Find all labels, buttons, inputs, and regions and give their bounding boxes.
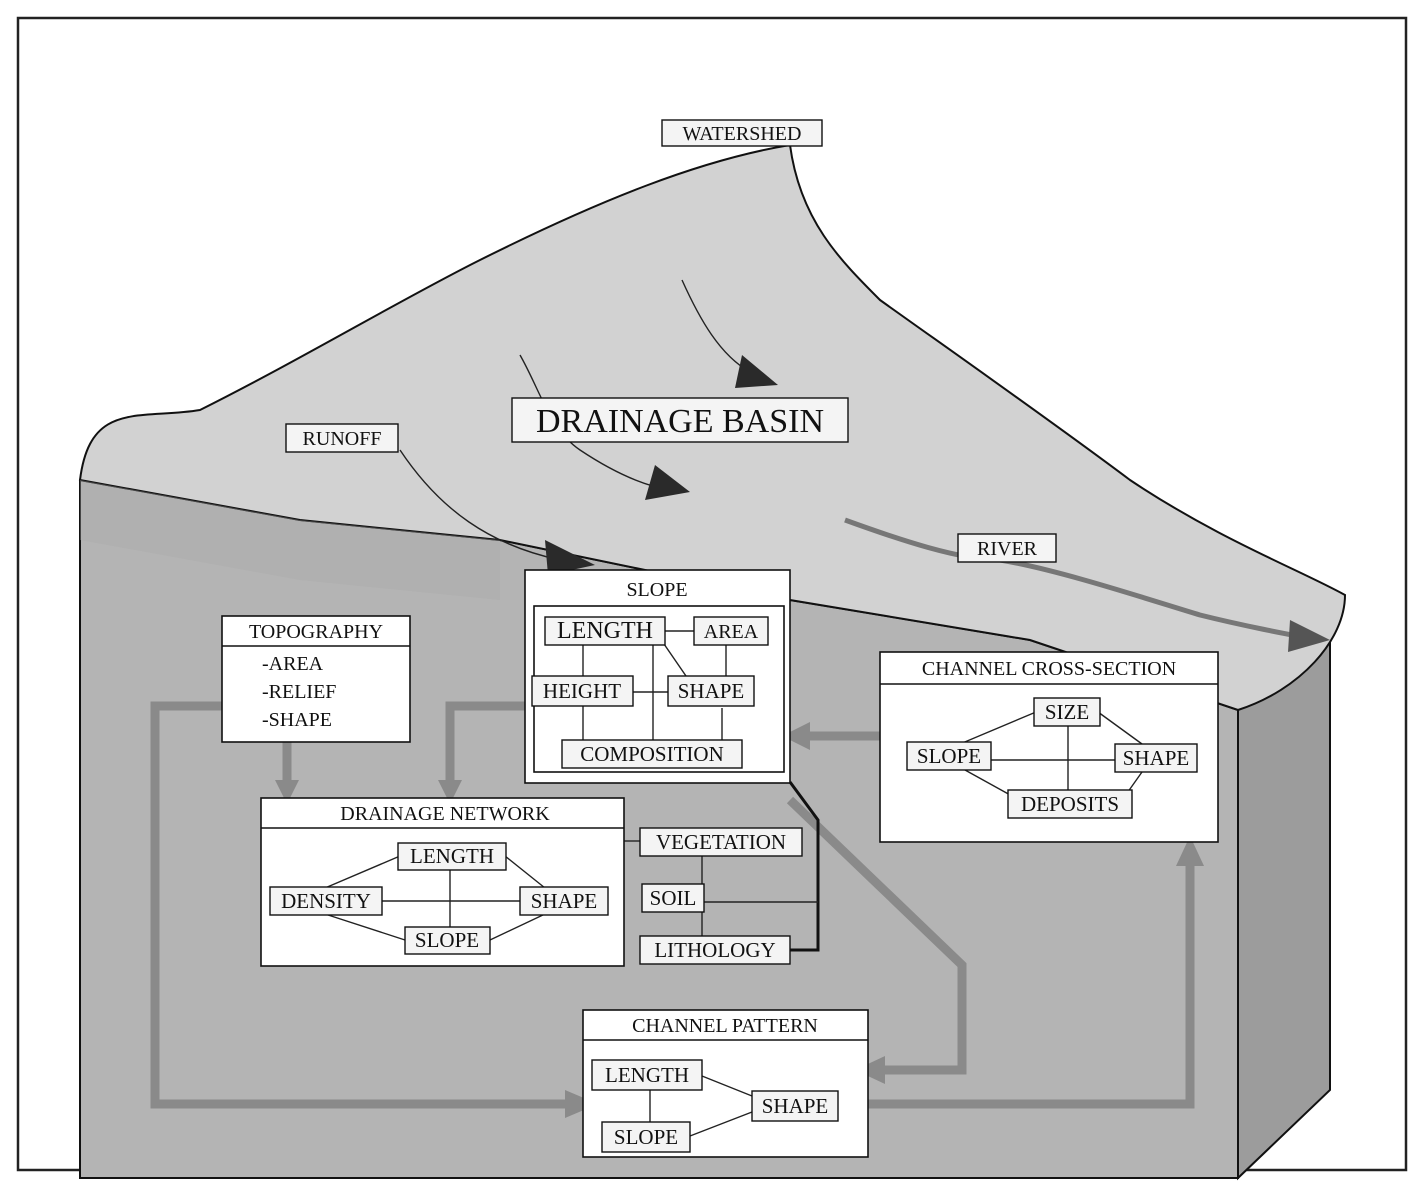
drainage-basin-tag (511, 397, 849, 443)
runoff-tag (285, 423, 399, 453)
pattern-shape-box (751, 1090, 839, 1122)
flow-cross-slope-head-icon (782, 722, 810, 750)
slope-composition-label: COMPOSITION (580, 742, 724, 766)
slope-shape-label: SHAPE (678, 679, 745, 703)
flow-topography-pattern-head-icon (565, 1090, 598, 1118)
flow-pattern-cross-head-icon (1176, 836, 1204, 866)
flow-slope-to-network (445, 701, 528, 790)
slope-composition-box (561, 739, 743, 769)
runoff-arrow-3-head-icon (735, 355, 778, 388)
vegetation-label: VEGETATION (656, 830, 786, 854)
river-tag (957, 533, 1057, 563)
slope-height-label: HEIGHT (543, 679, 621, 703)
slope-length-label: LENGTH (557, 618, 653, 644)
flow-slope-to-pattern (786, 796, 967, 1075)
cross-link-size-shape (1097, 711, 1143, 745)
watershed-label: WATERSHED (683, 123, 802, 145)
network-link-length-shape (504, 855, 546, 889)
cross-link-slope-deposits (964, 769, 1013, 797)
network-slope-box (404, 926, 491, 955)
pattern-link-length-shape (701, 1075, 753, 1097)
slope-area-box (693, 616, 769, 646)
runoff-label: RUNOFF (303, 428, 382, 450)
topography-item-shape: -SHAPE (262, 709, 332, 731)
cross-shape-box (1114, 743, 1198, 773)
slope-title: SLOPE (626, 579, 687, 601)
river-line (844, 517, 1321, 643)
drainage-basin-label: DRAINAGE BASIN (536, 403, 824, 440)
channel-pattern-title: CHANNEL PATTERN (632, 1015, 818, 1037)
topography-title: TOPOGRAPHY (249, 621, 383, 643)
slope-height-box (531, 675, 634, 707)
river-arrow-icon (1288, 620, 1330, 652)
cross-slope-label: SLOPE (917, 744, 981, 768)
topography-box (221, 615, 411, 743)
topography-item-area: -AREA (262, 653, 324, 675)
block-side-face (1237, 637, 1331, 1181)
topography-item-relief: -RELIEF (262, 681, 336, 703)
drainage-network-title: DRAINAGE NETWORK (340, 803, 550, 825)
runoff-arrow-1 (399, 449, 561, 561)
vegetation-box (639, 827, 803, 857)
cross-deposits-box (1007, 789, 1133, 819)
basin-edge-shade (80, 480, 500, 600)
pattern-length-label: LENGTH (605, 1063, 689, 1087)
cross-size-label: SIZE (1045, 700, 1089, 724)
runoff-arrow-2 (519, 354, 671, 491)
network-shape-label: SHAPE (531, 889, 598, 913)
slope-length-box (544, 616, 666, 646)
network-link-density-length (324, 855, 401, 889)
cross-deposits-label: DEPOSITS (1021, 792, 1119, 816)
cross-link-slope-size (959, 711, 1037, 745)
slope-link-length-shape (663, 643, 687, 677)
lithology-label: LITHOLOGY (654, 938, 775, 962)
cross-section-title: CHANNEL CROSS-SECTION (922, 658, 1176, 680)
network-link-slope-shape (489, 913, 546, 941)
runoff-arrow-2-head-icon (645, 465, 690, 500)
flow-pattern-to-cross-section (868, 860, 1195, 1109)
network-length-box (397, 842, 507, 871)
pattern-shape-label: SHAPE (762, 1094, 829, 1118)
cross-shape-label: SHAPE (1123, 746, 1190, 770)
pattern-slope-label: SLOPE (614, 1125, 678, 1149)
flow-slope-head-icon (438, 780, 462, 804)
flow-slope-pattern-head-icon (855, 1056, 885, 1084)
network-shape-box (519, 886, 609, 916)
network-slope-label: SLOPE (415, 928, 479, 952)
network-length-label: LENGTH (410, 844, 494, 868)
watershed-tag (661, 119, 823, 147)
soil-box (641, 883, 705, 913)
network-link-density-slope (324, 913, 406, 941)
cross-size-box (1033, 697, 1101, 727)
network-density-label: DENSITY (281, 889, 371, 913)
river-label: RIVER (977, 538, 1038, 560)
pattern-link-slope-shape (689, 1111, 753, 1137)
slope-area-label: AREA (704, 621, 759, 643)
runoff-arrow-1-head-icon (545, 540, 595, 575)
flow-topography-head-icon (275, 780, 299, 804)
soil-label: SOIL (650, 886, 697, 910)
flow-topography-to-pattern (150, 701, 570, 1109)
pattern-length-box (591, 1059, 703, 1091)
lithology-box (639, 935, 791, 965)
pattern-slope-box (601, 1121, 691, 1153)
network-density-box (269, 886, 383, 916)
factors-bracket-line (788, 781, 820, 952)
slope-shape-box (667, 675, 755, 707)
cross-slope-box (906, 741, 992, 771)
